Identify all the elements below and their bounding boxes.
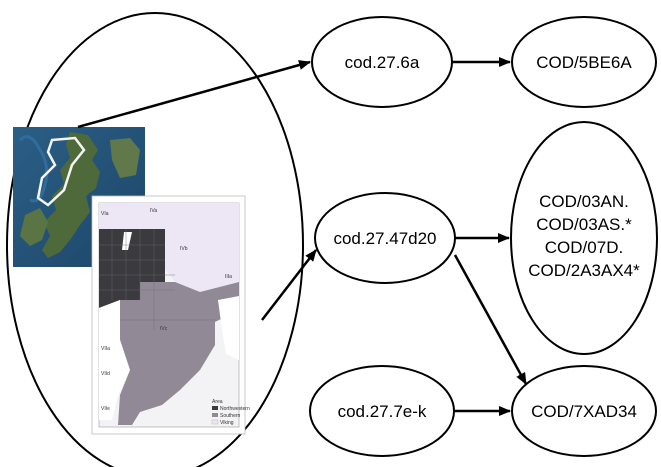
map-label-ivc: IVc <box>160 326 168 332</box>
edge-cod-27-47d20-to-cod-7xad34 <box>453 254 528 385</box>
map-label-viie: VIIe <box>101 406 110 412</box>
map-label-viid: VIId <box>101 371 110 377</box>
node-cod-5be6a <box>511 16 657 108</box>
map-label-viia: VIIa <box>101 346 110 352</box>
map-legend-item: Southern <box>220 413 241 419</box>
node-cod-multi <box>510 121 658 355</box>
map-label-iiia: IIIa <box>225 274 232 280</box>
map-legend-title: Area <box>212 399 223 405</box>
map-label-ivb: IVb <box>180 246 188 252</box>
map-label-via: VIa <box>101 211 109 217</box>
node-label-cod-7xad34: COD/7XAD34 <box>531 402 637 421</box>
node-label-cod-27-6a: cod.27.6a <box>345 53 420 72</box>
node-label-cod-2a3ax4: COD/2A3AX4* <box>528 261 640 280</box>
node-label-cod-07d: COD/07D. <box>545 238 623 257</box>
edge-satellite-to-cod-27-6a <box>77 60 311 129</box>
node-cod-7xad34 <box>511 365 657 457</box>
node-label-cod-5be6a: COD/5BE6A <box>536 53 632 72</box>
map-legend-item: Northwestern <box>220 406 250 412</box>
source-group-ellipse <box>6 12 304 467</box>
node-label-cod-27-47d20: cod.27.47d20 <box>333 229 436 248</box>
map-label-iva: IVa <box>150 208 157 214</box>
node-label-cod-27-7e-k: cod.27.7e-k <box>338 402 427 421</box>
north-sea-area-map-image: IVa IVb IVc IIIa VIa VIIa VIId VIIe Area… <box>91 195 250 435</box>
node-label-cod-03an: COD/03AN. <box>539 192 629 211</box>
node-label-cod-03as: COD/03AS.* <box>536 215 632 234</box>
map-legend-item: Viking <box>220 420 234 426</box>
edge-map-to-cod-27-47d20 <box>261 249 317 321</box>
map-legend: Area Northwestern Southern Viking <box>211 399 250 426</box>
